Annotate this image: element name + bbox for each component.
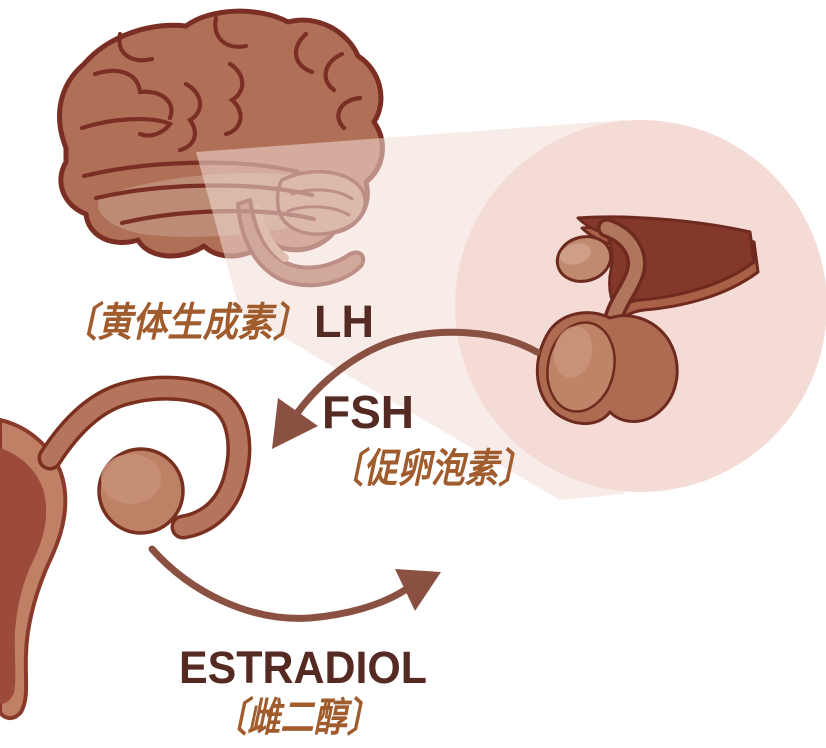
label-estradiol-cn: 〔雌二醇〕 bbox=[214, 695, 380, 740]
fsh-arrow-head bbox=[272, 398, 318, 449]
label-lh-cn: 〔黄体生成素〕 bbox=[62, 300, 308, 345]
pituitary-stalk bbox=[597, 218, 647, 334]
label-lh-en: LH bbox=[314, 296, 374, 347]
estradiol-arrow bbox=[148, 545, 441, 622]
label-fsh-en: FSH bbox=[322, 386, 414, 438]
mammillary-body-nub bbox=[555, 235, 613, 283]
pituitary-illustration bbox=[535, 215, 760, 425]
label-estradiol-en: ESTRADIOL bbox=[179, 642, 427, 693]
estradiol-arrow-shaft bbox=[148, 545, 409, 622]
label-fsh-cn: 〔促卵泡素〕 bbox=[330, 446, 532, 491]
pituitary-gland bbox=[535, 311, 679, 425]
uterus-cavity bbox=[0, 448, 47, 704]
estradiol-arrow-head bbox=[395, 569, 441, 611]
ovary bbox=[97, 447, 185, 535]
fsh-arrow-shaft bbox=[294, 328, 541, 416]
uterus-illustration bbox=[0, 375, 252, 720]
fsh-arrow bbox=[272, 328, 541, 449]
fallopian-tube bbox=[37, 375, 252, 540]
